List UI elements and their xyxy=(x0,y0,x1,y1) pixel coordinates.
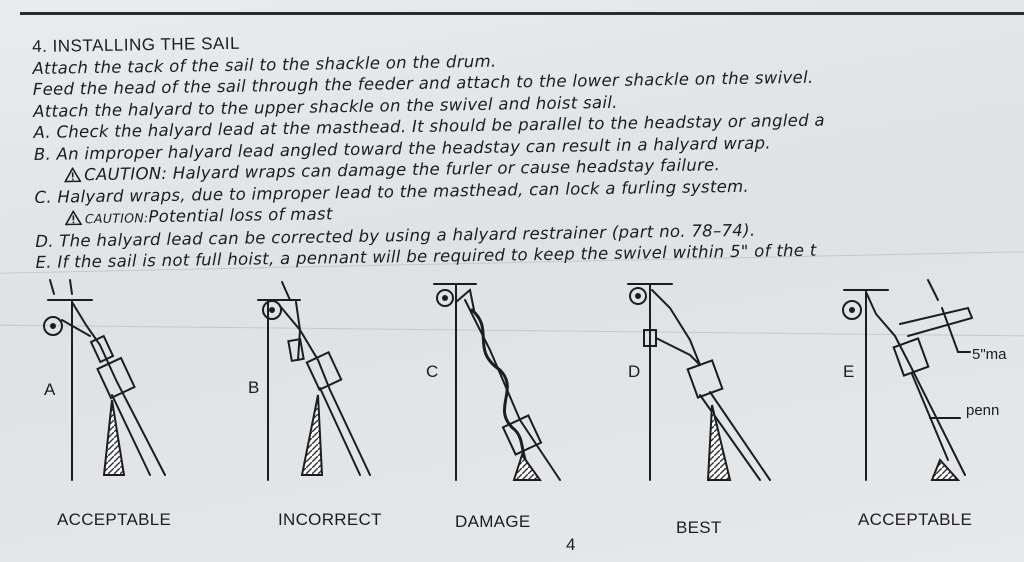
top-rule xyxy=(20,12,1024,15)
figure-d-caption: BEST xyxy=(676,518,722,537)
figure-a-drawing xyxy=(43,279,166,481)
figure-a-label: A xyxy=(44,380,56,399)
max-distance-callout: 5"ma xyxy=(972,346,1007,363)
page-number: 4 xyxy=(566,535,576,554)
figure-d-drawing xyxy=(627,283,771,481)
figure-b-label: B xyxy=(248,378,260,397)
figure-c-label: C xyxy=(426,362,439,381)
figure-d-label: D xyxy=(628,362,641,381)
warning-icon xyxy=(64,167,82,183)
pennant-callout: penn xyxy=(966,402,1000,419)
figure-c-caption: DAMAGE xyxy=(455,512,531,531)
warning-icon xyxy=(64,210,82,226)
figure-e-drawing xyxy=(842,279,974,481)
caution-tag: CAUTION: xyxy=(84,210,149,227)
figure-b-caption: INCORRECT xyxy=(278,510,382,529)
caution-line: CAUTION: Halyard wraps can damage the fu… xyxy=(34,149,1024,186)
caution-text: Potential loss of mast xyxy=(148,204,333,227)
figure-drawings xyxy=(43,279,974,481)
figure-a-caption: ACCEPTABLE xyxy=(57,510,172,529)
halyard-lead-figures: A B C D E 5"ma penn ACCEPTABLE INCORRECT… xyxy=(0,270,1024,562)
figure-e-caption: ACCEPTABLE xyxy=(858,510,973,529)
figure-c-drawing xyxy=(433,283,561,481)
figure-b-drawing xyxy=(257,281,371,481)
caution-line: CAUTION:Potential loss of mast xyxy=(35,192,1024,230)
caution-tag: CAUTION: xyxy=(84,163,168,185)
instruction-text: 4. INSTALLING THE SAIL Attach the tack o… xyxy=(32,20,1024,273)
figure-e-label: E xyxy=(843,362,855,381)
